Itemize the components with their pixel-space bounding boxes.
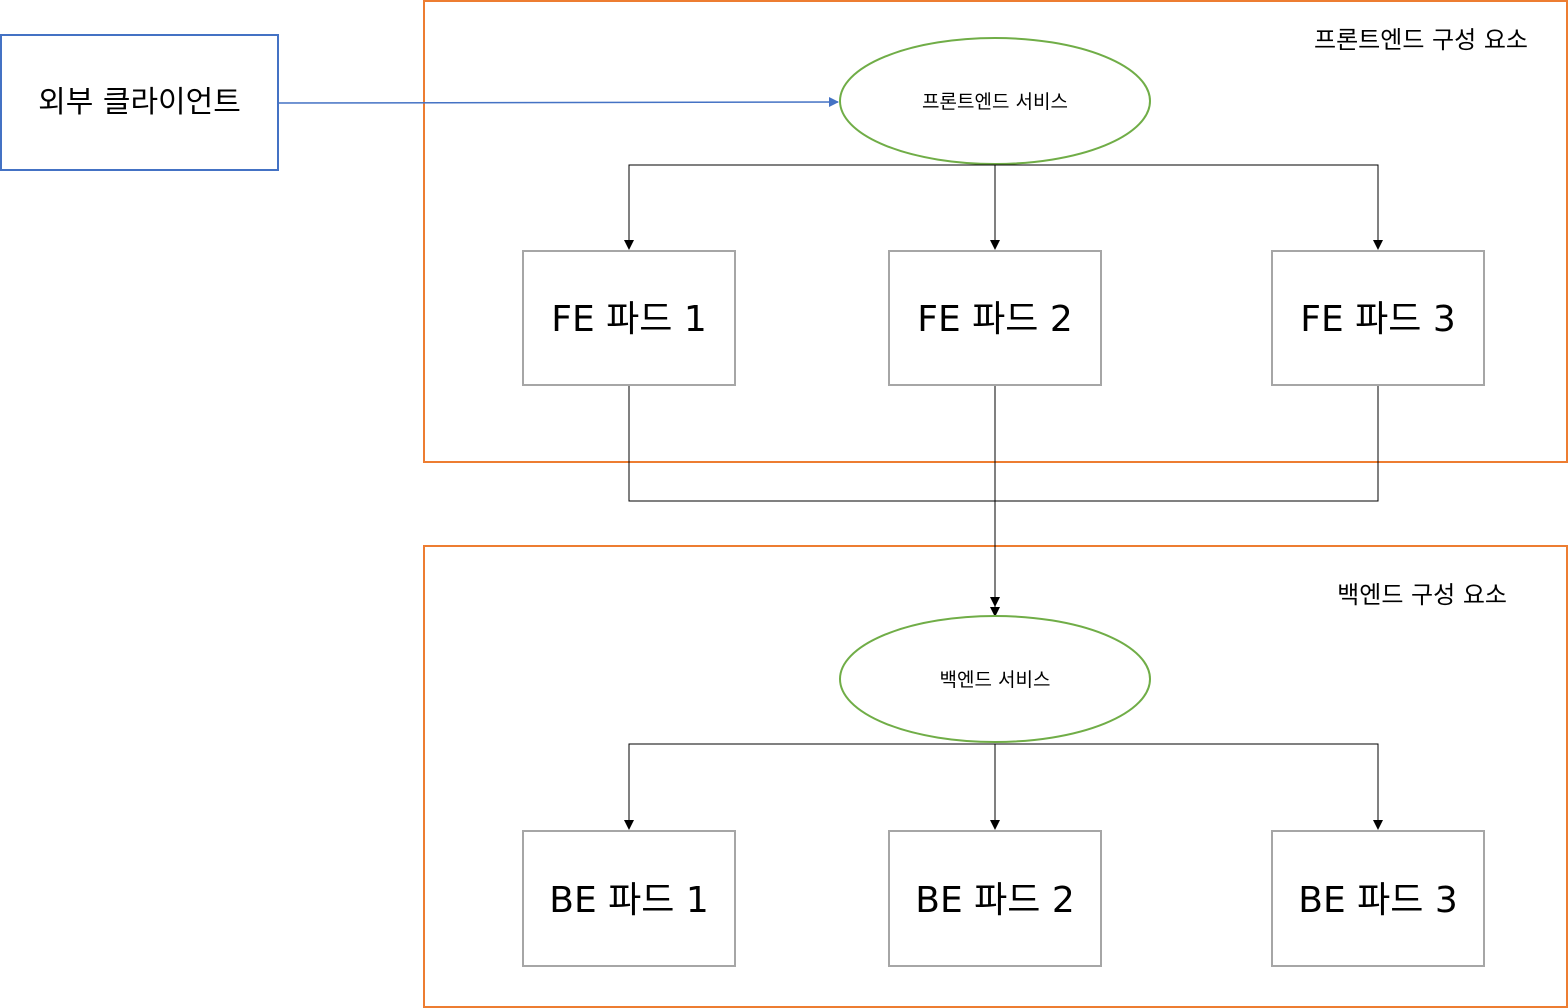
be-pod-1-box[interactable] [522, 830, 736, 967]
be-pod-1-label: BE 파드 1 [549, 880, 708, 921]
external-client-node[interactable]: 외부 클라이언트 [0, 34, 279, 171]
frontend-service-connectors [624, 164, 1383, 250]
client-to-frontend-service-arrow [277, 97, 839, 108]
fe-pod-2[interactable]: FE 파드 2 [888, 250, 1102, 386]
backend-service-ellipse[interactable] [839, 615, 1151, 743]
backend-group-title: 백엔드 구성 요소 [1337, 581, 1507, 609]
fe-pod-1-to-backend-line [628, 386, 995, 502]
frontend-service-label: 프론트엔드 서비스 [922, 91, 1068, 113]
be-pod-3[interactable]: BE 파드 3 [1271, 830, 1485, 967]
connector-to-be-pod-3 [995, 743, 1383, 830]
connector-to-be-pod-1 [624, 743, 995, 830]
be-pod-2-label: BE 파드 2 [915, 880, 1074, 921]
fe-pod-1-box[interactable] [522, 250, 736, 386]
fe-pod-3-box[interactable] [1271, 250, 1485, 386]
external-client-box[interactable] [0, 34, 279, 171]
fe-pod-3-label: FE 파드 3 [1300, 299, 1455, 340]
fe-pod-3[interactable]: FE 파드 3 [1271, 250, 1485, 386]
fe-pod-1[interactable]: FE 파드 1 [522, 250, 736, 386]
be-pod-2-box[interactable] [888, 830, 1102, 967]
fe-pod-1-label: FE 파드 1 [551, 299, 706, 340]
backend-service-label: 백엔드 서비스 [940, 669, 1051, 691]
frontend-service-node[interactable]: 프론트엔드 서비스 [839, 37, 1151, 165]
be-pod-2[interactable]: BE 파드 2 [888, 830, 1102, 967]
fe-pod-2-box[interactable] [888, 250, 1102, 386]
frontend-group-title: 프론트엔드 구성 요소 [1314, 26, 1528, 54]
fe-pod-2-label: FE 파드 2 [917, 299, 1072, 340]
be-pod-3-label: BE 파드 3 [1298, 880, 1457, 921]
connector-to-fe-pod-3 [995, 164, 1383, 250]
external-client-label: 외부 클라이언트 [38, 85, 241, 120]
connector-to-fe-pod-1 [624, 164, 995, 250]
fe-pods-to-backend-connectors [628, 386, 1379, 617]
be-pod-1[interactable]: BE 파드 1 [522, 830, 736, 967]
be-pod-3-box[interactable] [1271, 830, 1485, 967]
frontend-service-ellipse[interactable] [839, 37, 1151, 165]
backend-service-node[interactable]: 백엔드 서비스 [839, 615, 1151, 743]
backend-service-connectors [624, 743, 1383, 830]
fe-pod-3-to-backend-line [995, 386, 1379, 502]
